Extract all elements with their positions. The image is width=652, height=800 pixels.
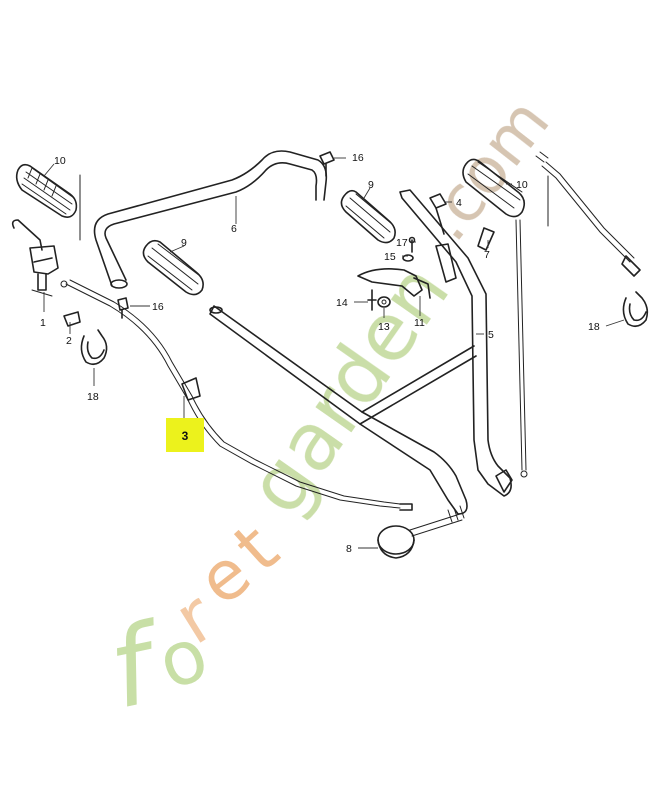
- cable-clip: [63, 311, 81, 327]
- washer-15: [402, 254, 414, 262]
- pin-14: [367, 289, 377, 311]
- callout-17[interactable]: 17: [396, 237, 408, 249]
- callout-14[interactable]: 14: [336, 297, 348, 309]
- grip-left: [142, 239, 204, 296]
- left-grip: [15, 163, 78, 218]
- pin-17: [408, 236, 416, 253]
- right-grip: [462, 158, 526, 218]
- callout-label-3: 3: [182, 429, 189, 443]
- callout-6[interactable]: 6: [231, 223, 237, 235]
- right-cable: [515, 151, 641, 478]
- bolt-upper: [319, 151, 335, 177]
- callout-16-upper[interactable]: 16: [352, 152, 364, 164]
- cable-clamp-right: [622, 291, 649, 328]
- callout-9-left[interactable]: 9: [181, 237, 187, 249]
- washer-13: [377, 296, 391, 308]
- callout-8[interactable]: 8: [346, 543, 352, 555]
- grip-right: [340, 189, 396, 244]
- callout-15[interactable]: 15: [384, 251, 396, 263]
- cable-clamp-left: [80, 329, 108, 366]
- callout-4[interactable]: 4: [456, 197, 462, 209]
- watermark-garden: garden: [229, 247, 467, 531]
- callout-18-right[interactable]: 18: [588, 321, 600, 333]
- callout-labels: 10 1 2 18 6 9 16 16 9 4 17 15 14 13 11 7…: [40, 152, 600, 555]
- callout-9-right[interactable]: 9: [368, 179, 374, 191]
- upper-handlebar: [93, 150, 328, 289]
- callout-2[interactable]: 2: [66, 335, 72, 347]
- bolt-7: [477, 227, 495, 251]
- throttle-lever: [11, 219, 59, 297]
- highlighted-callout[interactable]: 3: [166, 418, 204, 452]
- callout-highlight-box: [166, 418, 204, 452]
- callout-10-left[interactable]: 10: [54, 155, 66, 167]
- lever-11: [357, 243, 457, 299]
- callout-13[interactable]: 13: [378, 321, 390, 333]
- throttle-cable: [60, 279, 413, 511]
- callout-1[interactable]: 1: [40, 317, 46, 329]
- watermark: f o r e t garden .com: [99, 86, 564, 734]
- callout-10-right[interactable]: 10: [516, 179, 528, 191]
- callout-16-lower[interactable]: 16: [152, 301, 164, 313]
- callout-18-left[interactable]: 18: [87, 391, 99, 403]
- adjust-knob: [377, 505, 465, 559]
- callout-7[interactable]: 7: [484, 249, 490, 261]
- callout-11[interactable]: 11: [414, 317, 425, 329]
- bracket: [429, 193, 447, 235]
- callout-5[interactable]: 5: [488, 329, 494, 341]
